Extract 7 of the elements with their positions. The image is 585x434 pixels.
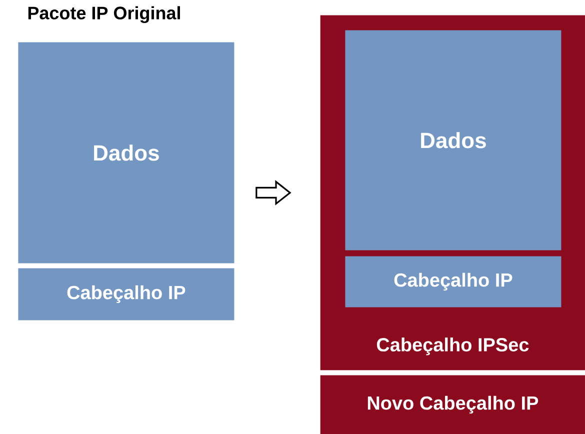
header-box: Cabeçalho IP <box>18 268 234 320</box>
payload-box: Dados <box>345 30 562 250</box>
header-box: Novo Cabeçalho IP <box>320 375 585 434</box>
title: Pacote IP Original <box>28 6 180 24</box>
payload-box: Dados <box>18 42 234 264</box>
arrow <box>256 180 292 206</box>
header-box: Cabeçalho IP <box>345 256 562 308</box>
